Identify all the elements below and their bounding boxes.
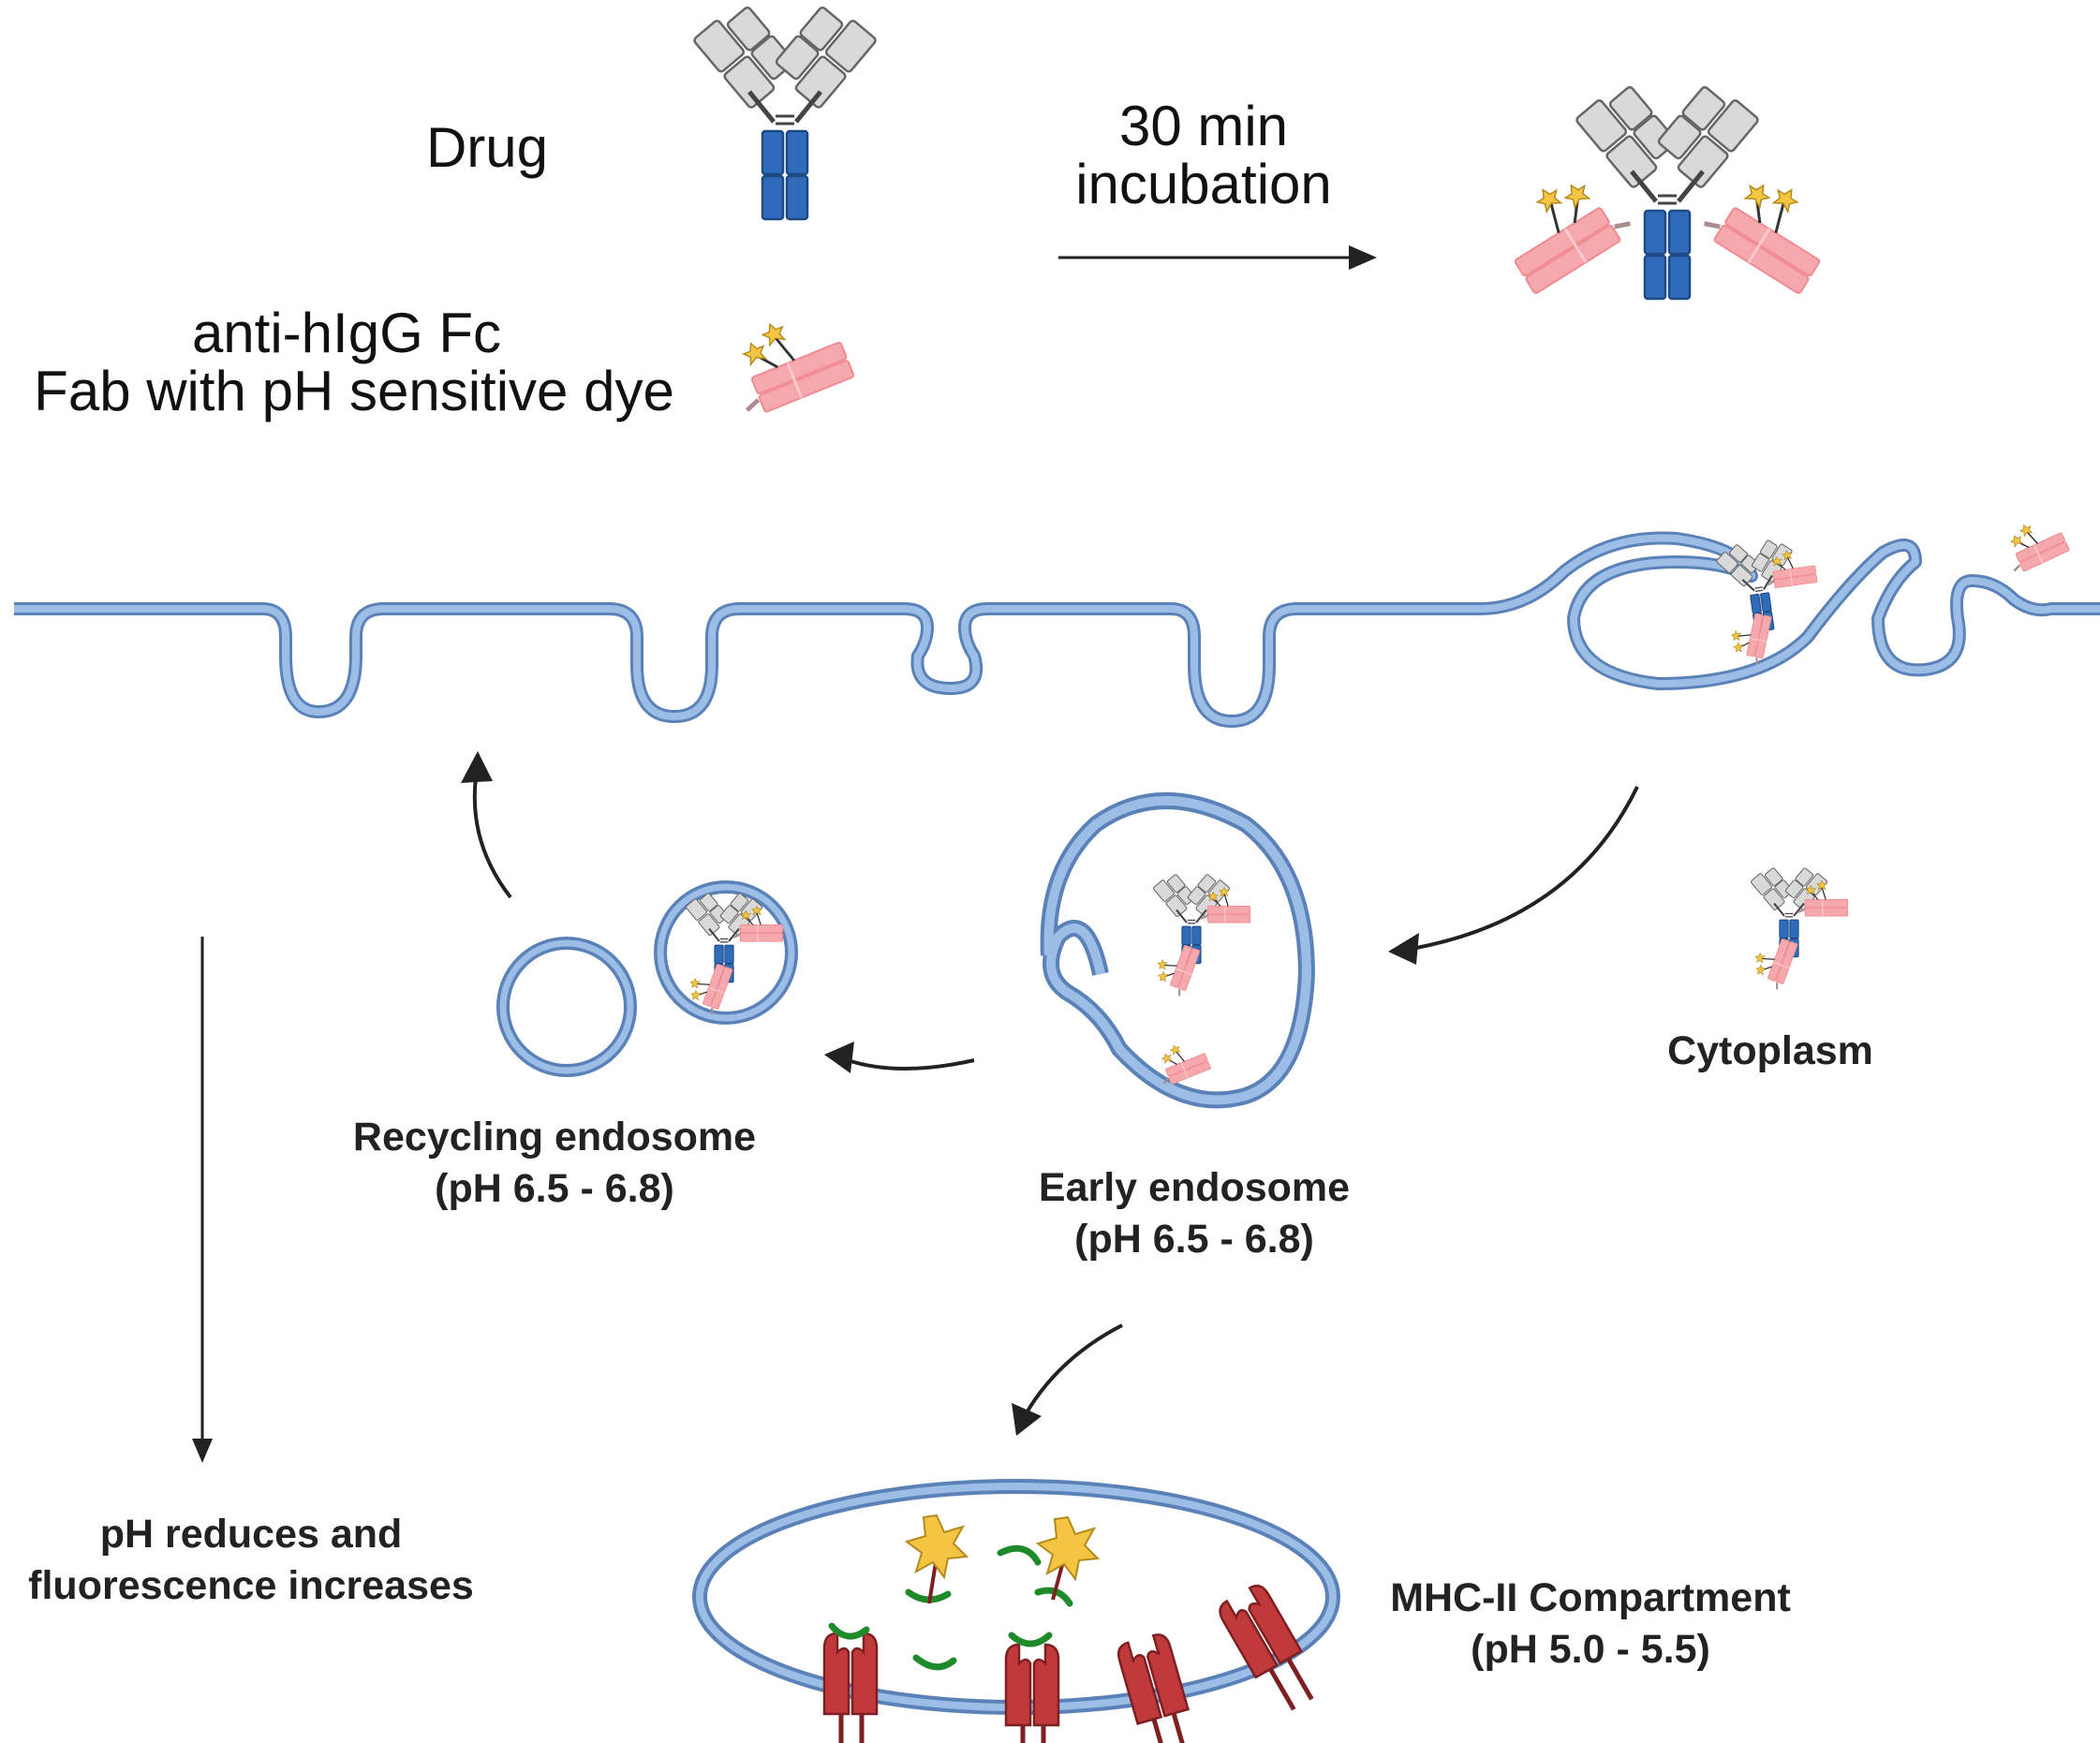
recycling-endosome-loaded xyxy=(654,880,798,1025)
incubation-arrow xyxy=(1058,245,1377,270)
fab-label-line1: anti-hIgG Fc xyxy=(192,302,501,364)
recycle-to-membrane-arrow xyxy=(461,751,512,899)
to-recycling-arrow xyxy=(824,1041,975,1073)
released-dye-burst xyxy=(906,1514,968,1604)
ph-gradient-arrow xyxy=(192,937,213,1463)
released-dye-burst xyxy=(1037,1516,1099,1601)
ph-fluorescence-label-line2: fluorescence increases xyxy=(28,1563,474,1608)
early-endosome-label-line1: Early endosome xyxy=(1039,1165,1350,1210)
drug-label: Drug xyxy=(426,116,548,179)
early-endosome-label-line2: (pH 6.5 - 6.8) xyxy=(1074,1217,1314,1262)
mhc-molecule xyxy=(1216,1581,1324,1718)
ph-fluorescence-label-line1: pH reduces and xyxy=(100,1512,403,1557)
drug-antibody-icon xyxy=(693,0,877,219)
cytoplasm-complex-icon xyxy=(1748,864,1848,991)
cytoplasm-label: Cytoplasm xyxy=(1667,1028,1873,1073)
early-endosome xyxy=(1040,792,1315,1109)
incubation-label-line2: incubation xyxy=(1075,153,1332,215)
fab-label-line2: Fab with pH sensitive dye xyxy=(34,360,674,422)
mhc-ii-compartment xyxy=(692,1479,1340,1743)
to-mhc-arrow xyxy=(1012,1323,1123,1436)
plasma-membrane xyxy=(14,531,2100,728)
drug-fab-complex-icon xyxy=(1490,79,1844,299)
mhc-compartment-label-line1: MHC-II Compartment xyxy=(1390,1575,1791,1620)
recycling-endosome-label-line2: (pH 6.5 - 6.8) xyxy=(435,1166,674,1211)
mhc-molecule xyxy=(1006,1645,1058,1743)
free-fab-icon xyxy=(1997,510,2071,577)
mhc-compartment-label-line2: (pH 5.0 - 5.5) xyxy=(1471,1627,1710,1672)
fab-dye-icon xyxy=(720,303,854,419)
recycling-endosome-empty xyxy=(496,937,637,1077)
incubation-label-line1: 30 min xyxy=(1119,95,1288,157)
internalization-arrow xyxy=(1388,786,1639,965)
recycling-endosome-label-line1: Recycling endosome xyxy=(353,1115,756,1160)
early-endosome-complex-icon xyxy=(1150,871,1250,997)
